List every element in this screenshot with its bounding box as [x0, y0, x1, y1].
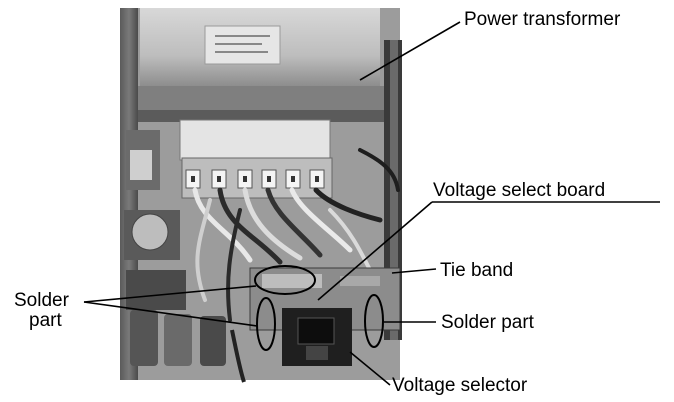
leader-solder-left-a [83, 285, 257, 303]
label-tie-band: Tie band [440, 260, 514, 281]
left-components [124, 130, 186, 310]
leader-tie-band [391, 268, 437, 274]
wire-bundle [192, 148, 400, 322]
solder-marker-left [256, 297, 276, 351]
leader-voltage-select-board [317, 201, 433, 301]
label-power-transformer: Power transformer [464, 9, 621, 30]
bottom-connectors [130, 310, 246, 383]
solder-marker-top [254, 265, 316, 295]
label-solder-part-left-line2: part [29, 310, 62, 331]
solder-marker-right [364, 294, 384, 348]
leader-lines [83, 21, 660, 386]
label-solder-part-left-line1: Solder [14, 290, 69, 311]
power-transformer [138, 8, 384, 122]
label-voltage-select-board: Voltage select board [433, 180, 606, 201]
solder-part-markers [254, 265, 384, 351]
leader-voltage-selector [349, 351, 391, 386]
label-solder-part-right: Solder part [441, 312, 534, 333]
leader-solder-left-b [83, 301, 258, 327]
leader-power-transformer [359, 21, 461, 81]
label-voltage-selector: Voltage selector [392, 375, 528, 396]
terminal-block [179, 119, 333, 199]
voltage-selector [282, 308, 352, 366]
